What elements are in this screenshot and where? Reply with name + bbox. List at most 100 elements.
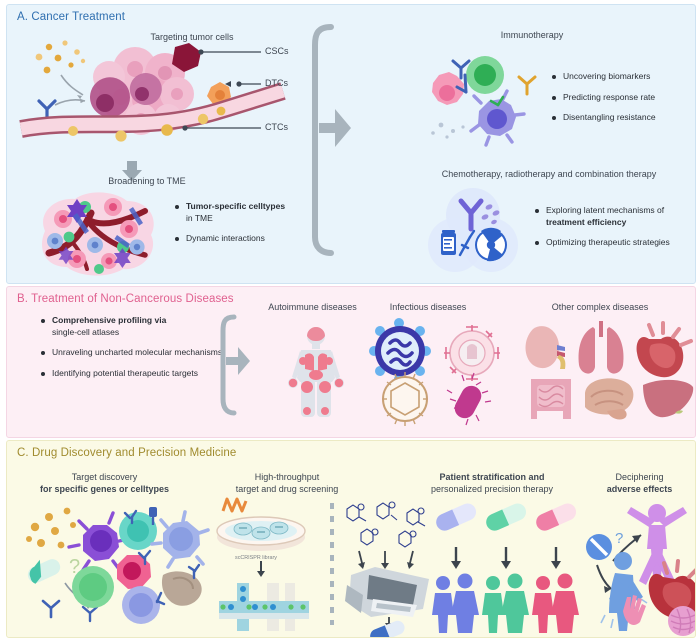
- tumor-cell-pink: [432, 72, 464, 105]
- chemotherapy-illustration: [417, 187, 532, 273]
- tissue-icon: [668, 606, 695, 636]
- sick-person-icon: [609, 552, 643, 631]
- hand-icon: [623, 595, 646, 625]
- panel-cancer-treatment: A. Cancer Treatment Targeting tumor cell…: [6, 4, 696, 284]
- list-item: Comprehensive profiling via single-cell …: [41, 315, 226, 338]
- brain-icon: [585, 378, 634, 420]
- heading-broadening-to-tme: Broadening to TME: [108, 176, 186, 186]
- drug-molecule-dots: [26, 507, 76, 549]
- dtc-cell: [207, 82, 231, 104]
- mast-cell-pink: [117, 549, 152, 589]
- liver-icon: [643, 379, 694, 418]
- dashed-divider: [329, 503, 335, 625]
- healthy-person-icon: [627, 504, 687, 585]
- question-mark-icon: ?: [69, 556, 80, 578]
- panel-b-bullet-list: Comprehensive profiling via single-cell …: [41, 315, 226, 388]
- group-label-infectious: Infectious diseases: [389, 302, 467, 312]
- antibody-icon: [517, 75, 537, 96]
- down-arrow-to-tme: [120, 161, 144, 181]
- panel-b-connector-arrow: [218, 313, 256, 418]
- tme-bullet-list: Tumor-specific celltypes in TME Dynamic …: [175, 201, 300, 254]
- vasculature: [45, 208, 148, 271]
- crispr-screening-illustration: scCRISPR library: [205, 497, 315, 632]
- callout-dtcs: DTCs: [265, 78, 288, 88]
- human-body-illustration: [287, 321, 345, 421]
- compound-structures: [346, 501, 426, 548]
- column-heading-screening: High-throughput target and drug screenin…: [235, 472, 339, 494]
- blood-vessel: [19, 82, 286, 142]
- zigzag-icon: [221, 497, 248, 513]
- group-label-other-complex: Other complex diseases: [551, 302, 649, 312]
- column-heading-adverse-effects: Deciphering adverse effects: [606, 472, 673, 494]
- immunotherapy-bullet-list: Uncovering biomarkers Predicting respons…: [552, 71, 695, 133]
- cell-green: [72, 566, 114, 608]
- heading-immunotherapy: Immunotherapy: [500, 30, 564, 40]
- capsule-pink: [536, 503, 577, 531]
- panel-b-title: B. Treatment of Non-Cancerous Diseases: [17, 293, 234, 305]
- heading-targeting-tumor-cells: Targeting tumor cells: [150, 32, 234, 42]
- syringe-icon: [458, 229, 476, 257]
- patient-group-green: [482, 573, 529, 633]
- column-heading-target-discovery: Target discovery for specific genes or c…: [39, 472, 170, 494]
- t-cell-teal: [119, 507, 157, 550]
- column-heading-patient-stratification: Patient stratification and personalized …: [430, 472, 554, 494]
- panel-a-connector-arrow: [307, 23, 363, 263]
- heart-icon: [636, 321, 693, 378]
- panel-drug-discovery: C. Drug Discovery and Precision Medicine…: [6, 440, 696, 638]
- tumor-cluster-illustration: [19, 39, 315, 159]
- list-item: Tumor-specific celltypes in TME: [175, 201, 300, 224]
- capsule-green: [486, 503, 527, 531]
- list-item: Predicting response rate: [552, 92, 695, 104]
- antibody-icon: [451, 59, 471, 80]
- kidney-icon: [525, 326, 566, 369]
- antibody-icon: [455, 73, 468, 94]
- tme-cells: [47, 198, 145, 274]
- chemotherapy-bullet-list: Exploring latent mechanisms of treatment…: [535, 205, 695, 258]
- capsule-icon: [27, 559, 61, 584]
- capsule-icon: [370, 620, 405, 637]
- antibody-icon: [489, 95, 505, 107]
- cytokine-dots: [431, 122, 465, 139]
- patient-stratification-illustration: [431, 503, 581, 633]
- celltype-discovery-illustration: ?: [21, 501, 210, 626]
- callout-leader-lines: [182, 49, 261, 131]
- fibroblast-cell: [161, 563, 202, 606]
- organs-illustration: [525, 319, 695, 425]
- nk-cell-blue: [150, 510, 210, 569]
- no-drug-icon: [586, 534, 612, 560]
- vial-icon: [441, 230, 456, 255]
- list-item: Identifying potential therapeutic target…: [41, 368, 226, 380]
- pathogens-illustration: [369, 318, 507, 426]
- antibody-icon: [41, 599, 61, 619]
- drug-molecule-dots: [35, 40, 86, 74]
- list-item: Unraveling uncharted molecular mechanism…: [41, 347, 226, 359]
- bacterium-icon: [446, 372, 492, 426]
- patient-group-blue: [432, 573, 479, 633]
- drug-particles: [481, 204, 500, 225]
- t-cell-green: [466, 56, 504, 94]
- capsule-blue: [436, 503, 477, 531]
- sequencer-machine-icon: [345, 567, 429, 617]
- petri-dish-icon: [216, 516, 306, 551]
- callout-ctcs: CTCs: [265, 122, 288, 132]
- tme-illustration: [33, 191, 163, 277]
- list-item: Optimizing therapeutic strategies: [535, 237, 695, 249]
- chip-channels: [219, 583, 309, 631]
- patient-group-pink: [532, 573, 579, 633]
- compound-screening-illustration: [343, 499, 443, 637]
- sccrispr-library-label: scCRISPR library: [235, 555, 277, 561]
- question-mark-icon: ?: [615, 530, 623, 547]
- enveloped-virus-icon: [444, 325, 500, 381]
- panel-a-title: A. Cancer Treatment: [17, 11, 125, 23]
- coronavirus-icon: [369, 318, 431, 384]
- list-item: Disentangling resistance: [552, 112, 695, 124]
- radiation-icon: [475, 227, 507, 262]
- adverse-effects-illustration: ?: [583, 499, 695, 636]
- cell-periwinkle: [122, 586, 166, 624]
- heading-chemotherapy: Chemotherapy, radiotherapy and combinati…: [441, 169, 657, 179]
- antibody-icon: [458, 198, 484, 232]
- list-item: Exploring latent mechanisms of treatment…: [535, 205, 695, 228]
- immunotherapy-illustration: [411, 49, 541, 147]
- panel-noncancerous-diseases: B. Treatment of Non-Cancerous Diseases C…: [6, 286, 696, 438]
